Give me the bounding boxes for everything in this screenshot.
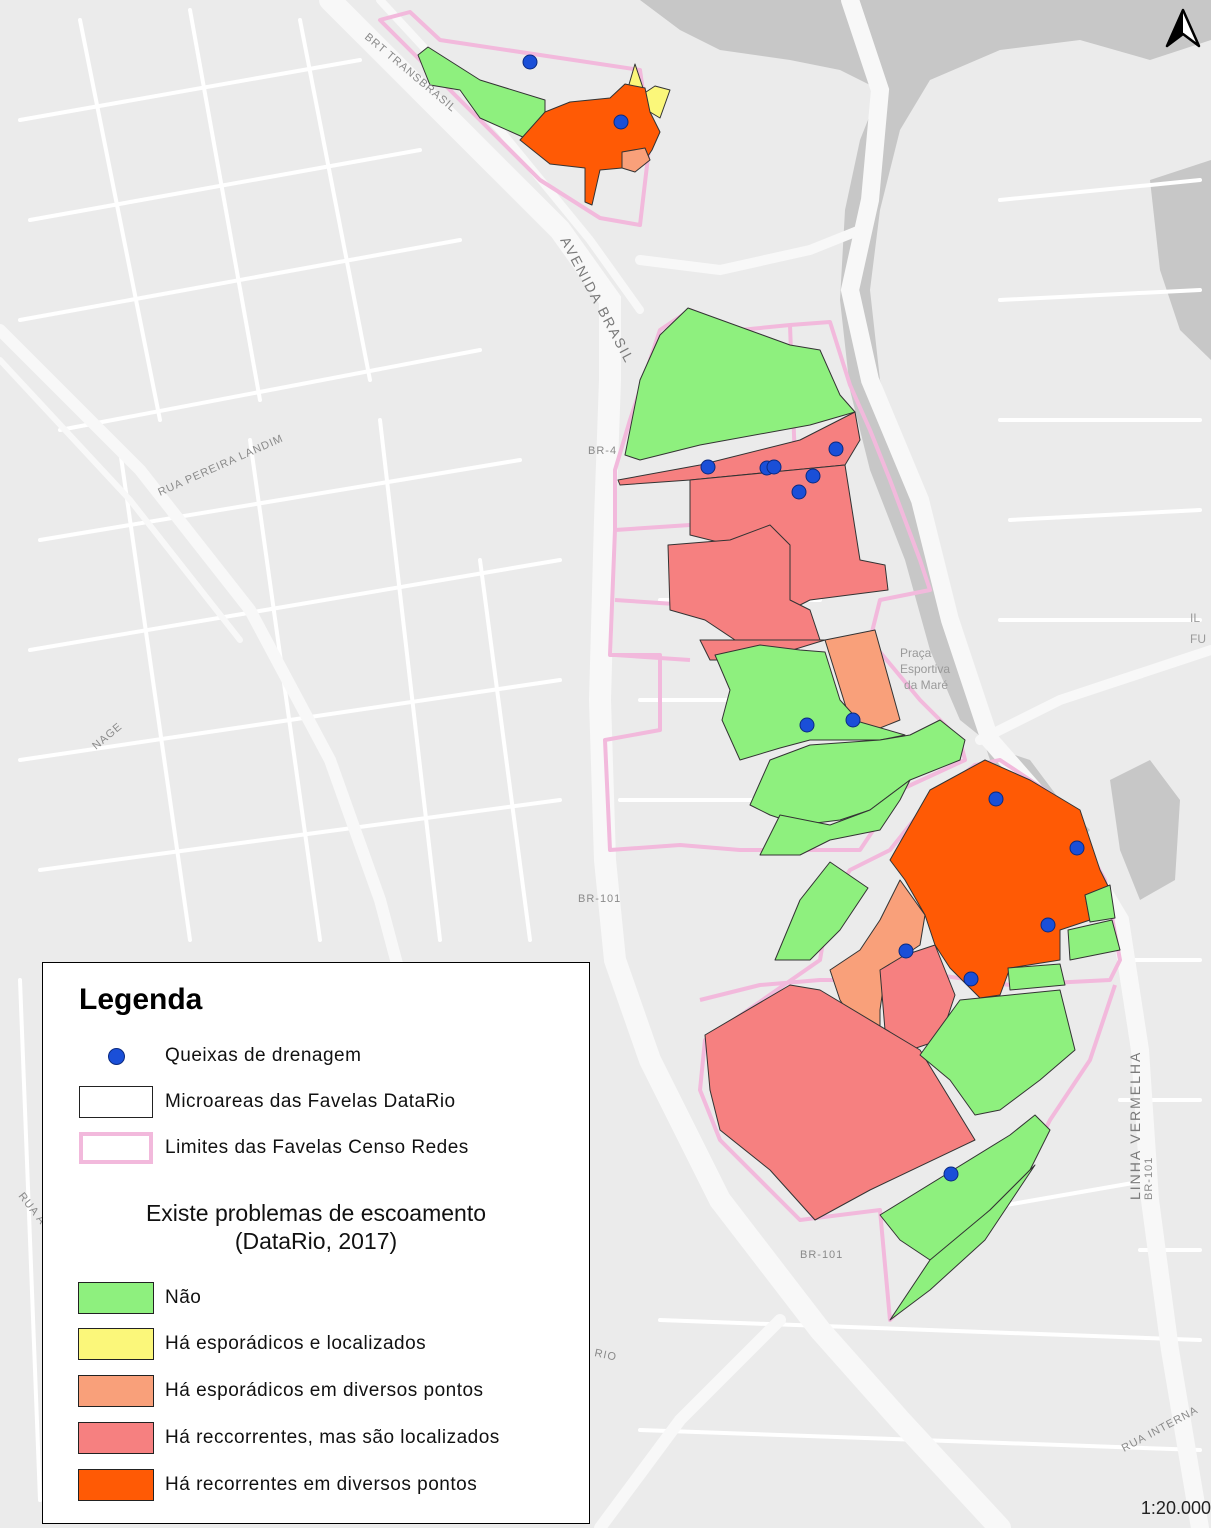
map-scale: 1:20.000	[1140, 1498, 1211, 1518]
poly-nao-s2	[1067, 919, 1121, 961]
poly-rec-loc-s2	[704, 984, 976, 1221]
legend-symbol	[77, 1085, 155, 1119]
poly-esp-div-n1	[621, 147, 651, 173]
complaint-point	[805, 468, 821, 484]
place-label: FU	[1190, 632, 1206, 646]
color-swatch-icon	[78, 1328, 154, 1360]
road-south	[594, 1314, 786, 1528]
legend-label: Queixas de drenagem	[165, 1045, 362, 1066]
place-label: IL	[1190, 611, 1200, 625]
street-grid	[18, 8, 1202, 1502]
drainage-complaints	[522, 54, 1085, 1182]
road-label: BR-101	[1143, 1157, 1155, 1200]
road-label: RIO	[593, 1347, 618, 1363]
legend-class-esporadicos-diversos: Há esporádicos em diversos pontos	[77, 1374, 484, 1408]
water-channel-east	[1150, 160, 1211, 360]
legend-label: Há recorrentes em diversos pontos	[165, 1474, 478, 1495]
complaint-point	[1069, 840, 1085, 856]
road-avenida-brasil	[319, 0, 1011, 1528]
color-swatch-icon	[78, 1282, 154, 1314]
water-channel-southeast	[1110, 760, 1180, 900]
legend-class-esporadicos-localizados: Há esporádicos e localizados	[77, 1327, 426, 1361]
legend-symbol	[77, 1327, 155, 1361]
legend-panel: Legenda Queixas de drenagem Microareas d…	[42, 962, 590, 1524]
road-label: BR-4	[588, 445, 617, 457]
legend-item-limits: Limites das Favelas Censo Redes	[77, 1131, 469, 1165]
complaint-point	[943, 1166, 959, 1182]
legend-class-recorrentes-localizados: Há reccorrentes, mas são localizados	[77, 1421, 500, 1455]
legend-symbol	[77, 1468, 155, 1502]
legend-subtitle-line1: Existe problemas de escoamento	[145, 1200, 487, 1226]
place-labels: Praça Esportiva da Maré IL FU	[900, 611, 1206, 692]
pink-outline-box-icon	[79, 1132, 153, 1164]
complaint-point	[845, 712, 861, 728]
road-cross-east	[975, 645, 1211, 745]
legend-title: Legenda	[79, 983, 203, 1016]
legend-label: Limites das Favelas Censo Redes	[165, 1137, 469, 1158]
poly-rec-loc-c1	[617, 411, 861, 486]
legend-symbol	[77, 1039, 155, 1073]
complaint-point	[1040, 917, 1056, 933]
poly-nao-s5	[919, 989, 1076, 1116]
road-label: BR-101	[800, 1249, 843, 1261]
poly-nao-s3	[1007, 963, 1066, 991]
legend-label: Há reccorrentes, mas são localizados	[165, 1427, 500, 1448]
legend-label: Microareas das Favelas DataRio	[165, 1091, 456, 1112]
poly-nao-s7	[889, 1164, 1036, 1321]
legend-symbol	[77, 1281, 155, 1315]
road-label: LINHA VERMELHA	[1127, 1051, 1143, 1200]
legend-symbol	[77, 1421, 155, 1455]
drainage-polygons	[417, 46, 1121, 1321]
complaint-point	[963, 971, 979, 987]
color-swatch-icon	[78, 1375, 154, 1407]
place-label: da Maré	[904, 678, 948, 692]
outline-box-icon	[79, 1086, 153, 1118]
complaint-point	[522, 54, 538, 70]
complaint-point	[700, 459, 716, 475]
color-swatch-icon	[78, 1422, 154, 1454]
north-arrow-icon	[1165, 8, 1201, 48]
complaint-point	[791, 484, 807, 500]
poly-rec-div-n1	[519, 83, 661, 206]
legend-item-complaints: Queixas de drenagem	[77, 1039, 361, 1073]
place-label: Praça	[900, 646, 932, 660]
legend-subtitle: Existe problemas de escoamento (DataRio,…	[43, 1199, 589, 1255]
poly-nao-c1	[624, 307, 856, 461]
road-label: BR-101	[578, 893, 621, 905]
complaint-point	[613, 114, 629, 130]
limit-central-inner	[614, 324, 802, 662]
poly-nao-s1	[1084, 884, 1116, 923]
legend-label: Não	[165, 1287, 202, 1308]
legend-label: Há esporádicos e localizados	[165, 1333, 427, 1354]
legend-symbol	[77, 1131, 155, 1165]
road-diagonal-sw2	[0, 357, 243, 643]
color-swatch-icon	[78, 1469, 154, 1501]
legend-symbol	[77, 1374, 155, 1408]
legend-class-recorrentes-diversos: Há recorrentes em diversos pontos	[77, 1468, 477, 1502]
road-diagonal-sw	[0, 324, 426, 1056]
complaint-point	[799, 717, 815, 733]
poly-nao-s4	[774, 861, 869, 961]
complaint-point	[828, 441, 844, 457]
complaint-point	[988, 791, 1004, 807]
legend-class-nao: Não	[77, 1281, 201, 1315]
legend-label: Há esporádicos em diversos pontos	[165, 1380, 484, 1401]
legend-subtitle-line2: (DataRio, 2017)	[234, 1228, 398, 1254]
limit-central	[603, 308, 967, 852]
complaint-point	[898, 943, 914, 959]
complaint-point	[766, 459, 782, 475]
poly-nao-c4	[759, 779, 911, 856]
road-curve-north	[635, 225, 865, 276]
place-label: Esportiva	[900, 662, 950, 676]
dot-icon	[107, 1047, 125, 1065]
legend-item-microareas: Microareas das Favelas DataRio	[77, 1085, 456, 1119]
road-linha-vermelha	[840, 0, 1209, 1528]
